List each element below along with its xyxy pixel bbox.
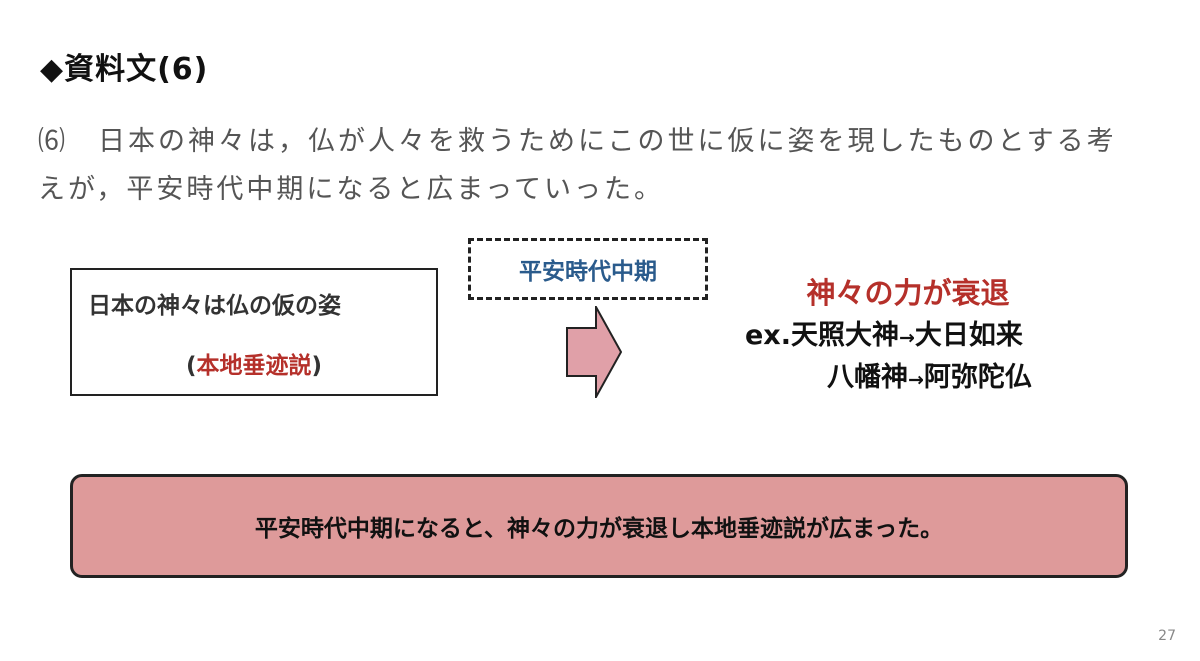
right-arrow-icon — [566, 306, 622, 398]
source-text-line2: えが，平安時代中期になると広まっていった。 — [38, 174, 664, 205]
concept-box: 日本の神々は仏の仮の姿 (本地垂迹説) — [70, 268, 438, 396]
example-row-1-from: ex.天照大神 — [745, 320, 899, 351]
result-block: 神々の力が衰退 ex.天照大神→大日如来 八幡神→阿弥陀仏 — [745, 270, 1105, 400]
small-arrow-icon: → — [908, 369, 924, 391]
slide-title: ◆資料文(6) — [40, 52, 209, 87]
paren-close: ) — [311, 353, 323, 379]
concept-term-line: (本地垂迹説) — [72, 346, 436, 380]
result-heading: 神々の力が衰退 — [806, 276, 1010, 310]
example-row-1-to: 大日如来 — [914, 320, 1023, 351]
concept-line: 日本の神々は仏の仮の姿 — [88, 293, 341, 319]
paren-open: ( — [185, 353, 197, 379]
period-label-box: 平安時代中期 — [468, 238, 708, 300]
summary-box: 平安時代中期になると、神々の力が衰退し本地垂迹説が広まった。 — [70, 474, 1128, 578]
source-text: ⑹ 日本の神々は，仏が人々を救うためにこの世に仮に姿を現したものとする考 えが，… — [38, 118, 1168, 214]
source-text-line1: ⑹ 日本の神々は，仏が人々を救うためにこの世に仮に姿を現したものとする考 — [38, 126, 1117, 157]
honji-suijaku-term: 本地垂迹説 — [196, 353, 312, 379]
example-row-2-from: 八幡神 — [827, 362, 908, 393]
page-number: 27 — [1158, 628, 1176, 644]
example-row-1: ex.天照大神→大日如来 — [745, 316, 1105, 358]
small-arrow-icon: → — [898, 327, 915, 349]
example-row-2: 八幡神→阿弥陀仏 — [745, 358, 1105, 400]
example-row-2-to: 阿弥陀仏 — [923, 362, 1032, 393]
